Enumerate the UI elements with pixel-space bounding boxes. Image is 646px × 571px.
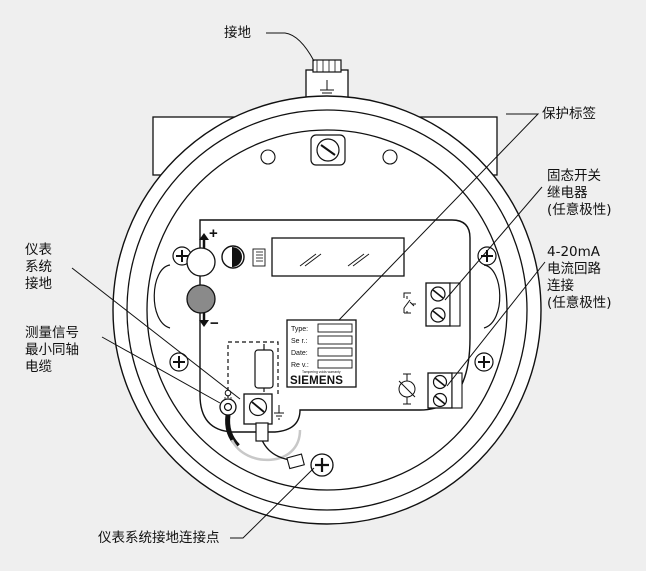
label-inst-ground-line1: 仪表	[25, 242, 52, 258]
ground-terminal-screw	[243, 393, 273, 425]
nameplate-field-serial: Se r.:	[291, 338, 307, 345]
left-boss	[153, 264, 171, 329]
housing-ground-lug	[286, 453, 334, 477]
label-loop-line2: 电流回路	[547, 261, 601, 277]
coax-connector	[219, 398, 237, 416]
ground-symbol-icon	[274, 405, 284, 420]
label-inst-ground-line3: 接地	[25, 276, 52, 292]
label-relay-line3: (任意极性)	[547, 202, 612, 218]
bracket-hole-left	[260, 149, 276, 165]
right-boss	[483, 264, 501, 329]
nameplate: Type: Se r.: Date: Re v.: Tampering void…	[286, 319, 357, 388]
label-loop-line4: (任意极性)	[547, 295, 612, 311]
plate-screw-mid-right	[474, 352, 494, 372]
label-loop-line1: 4-20mA	[547, 244, 601, 260]
arrow-up-icon	[199, 233, 209, 248]
label-system-ground-point: 仪表系统接地连接点	[98, 530, 220, 546]
relay-switch-icon	[403, 292, 416, 314]
loop-terminal-block	[427, 372, 463, 409]
bracket-hole-right	[382, 149, 398, 165]
coax-cable-black	[225, 414, 240, 448]
relay-terminal-block	[425, 282, 461, 327]
label-coax-line3: 电缆	[25, 359, 52, 375]
brand-logo: SIEMENS	[290, 375, 343, 387]
label-coax-line2: 最小同轴	[25, 342, 79, 358]
increase-button	[186, 247, 216, 277]
ground-wire-lug	[255, 422, 269, 442]
leader-lines	[71, 32, 546, 539]
adjust-knob	[221, 245, 266, 269]
display-window	[271, 237, 405, 277]
minus-sign: −	[210, 315, 219, 332]
label-loop-line3: 连接	[547, 278, 574, 294]
top-cover-screw	[310, 134, 346, 166]
label-relay-line1: 固态开关	[547, 168, 601, 184]
nameplate-warning: Tampering voids warranty	[302, 370, 341, 374]
plate-screw-mid-left	[169, 352, 189, 372]
nameplate-field-rev: Re v.:	[291, 362, 309, 369]
label-ground: 接地	[224, 25, 251, 41]
plus-sign: +	[209, 225, 218, 242]
label-protective: 保护标签	[542, 106, 596, 122]
label-relay-line2: 继电器	[547, 185, 588, 201]
arrow-down-icon	[199, 313, 209, 327]
nameplate-field-type: Type:	[291, 326, 308, 333]
label-inst-ground-line2: 系统	[25, 259, 52, 275]
current-source-icon	[398, 373, 416, 405]
plate-screw-top-right	[477, 246, 497, 266]
label-coax-line1: 测量信号	[25, 325, 79, 341]
ground-wire-gray	[230, 429, 302, 461]
coax-cable-path	[224, 341, 279, 400]
nameplate-field-date: Date:	[291, 350, 308, 357]
decrease-button	[186, 284, 216, 314]
